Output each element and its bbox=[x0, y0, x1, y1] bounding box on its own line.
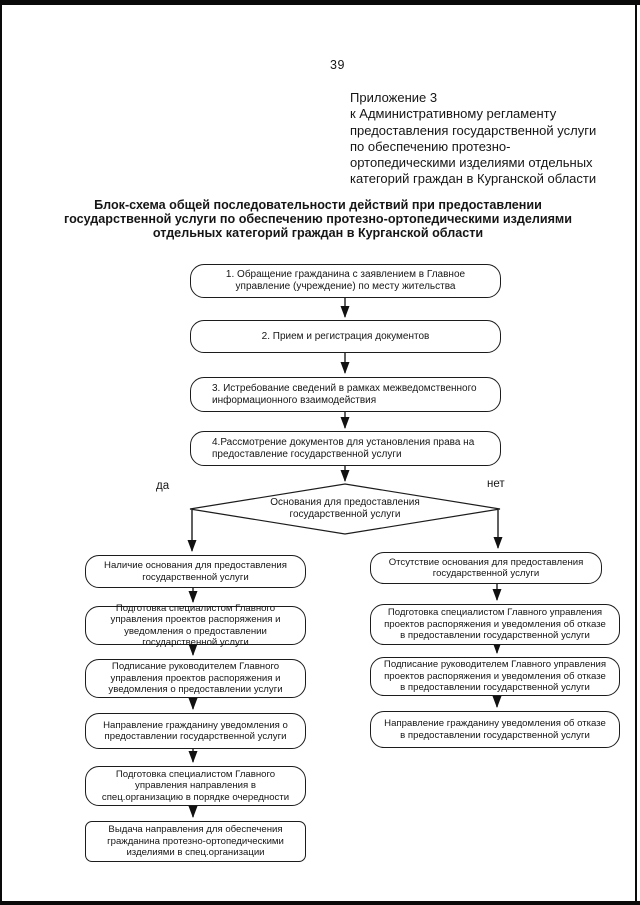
appendix-line: ортопедическими изделиями отдельных bbox=[350, 155, 593, 171]
yes-branch-step-5: Подготовка специалистом Главного управле… bbox=[85, 766, 306, 806]
decision-no-label: нет bbox=[487, 478, 505, 490]
appendix-line: по обеспечению протезно- bbox=[350, 138, 511, 154]
no-branch-step-2: Подготовка специалистом Главного управле… bbox=[370, 604, 620, 645]
yes-branch-step-3: Подписание руководителем Главного управл… bbox=[85, 659, 306, 698]
flowchart-step-4: 4.Рассмотрение документов для установлен… bbox=[190, 431, 501, 466]
appendix-line: Приложение 3 bbox=[350, 90, 438, 105]
flowchart-step-2: 2. Прием и регистрация документов bbox=[190, 320, 501, 353]
document-title: Блок-схема общей последовательности дейс… bbox=[63, 198, 572, 240]
appendix-reference: Приложение 3 к Административному регламе… bbox=[350, 90, 618, 188]
yes-branch-step-2: Подготовка специалистом Главного управле… bbox=[85, 603, 306, 648]
appendix-line: предоставления государственной услуги bbox=[350, 122, 597, 138]
flowchart-step-1: 1. Обращение гражданина с заявлением в Г… bbox=[190, 264, 501, 298]
scan-edge-top bbox=[0, 0, 640, 5]
decision-diamond-text: Основания для предоставления государстве… bbox=[270, 497, 420, 520]
appendix-line: к Административному регламенту bbox=[350, 106, 557, 122]
decision-yes-label: да bbox=[156, 480, 170, 492]
appendix-line: категорий граждан в Курганской области bbox=[350, 171, 597, 187]
flowchart-step-3: 3. Истребование сведений в рамках межвед… bbox=[190, 377, 501, 412]
scan-edge-right bbox=[635, 0, 637, 905]
yes-branch-step-4: Направление гражданину уведомления о пре… bbox=[85, 713, 306, 749]
scan-edge-left bbox=[0, 0, 2, 905]
scan-edge-bottom bbox=[0, 901, 640, 905]
yes-branch-step-6: Выдача направления для обеспечения гражд… bbox=[85, 821, 306, 862]
no-branch-step-4: Направление гражданину уведомления об от… bbox=[370, 711, 620, 748]
page-number: 39 bbox=[330, 58, 345, 72]
yes-branch-step-1: Наличие основания для предоставления гос… bbox=[85, 555, 306, 588]
no-branch-step-1: Отсутствие основания для предоставления … bbox=[370, 552, 602, 584]
no-branch-step-3: Подписание руководителем Главного управл… bbox=[370, 657, 620, 696]
